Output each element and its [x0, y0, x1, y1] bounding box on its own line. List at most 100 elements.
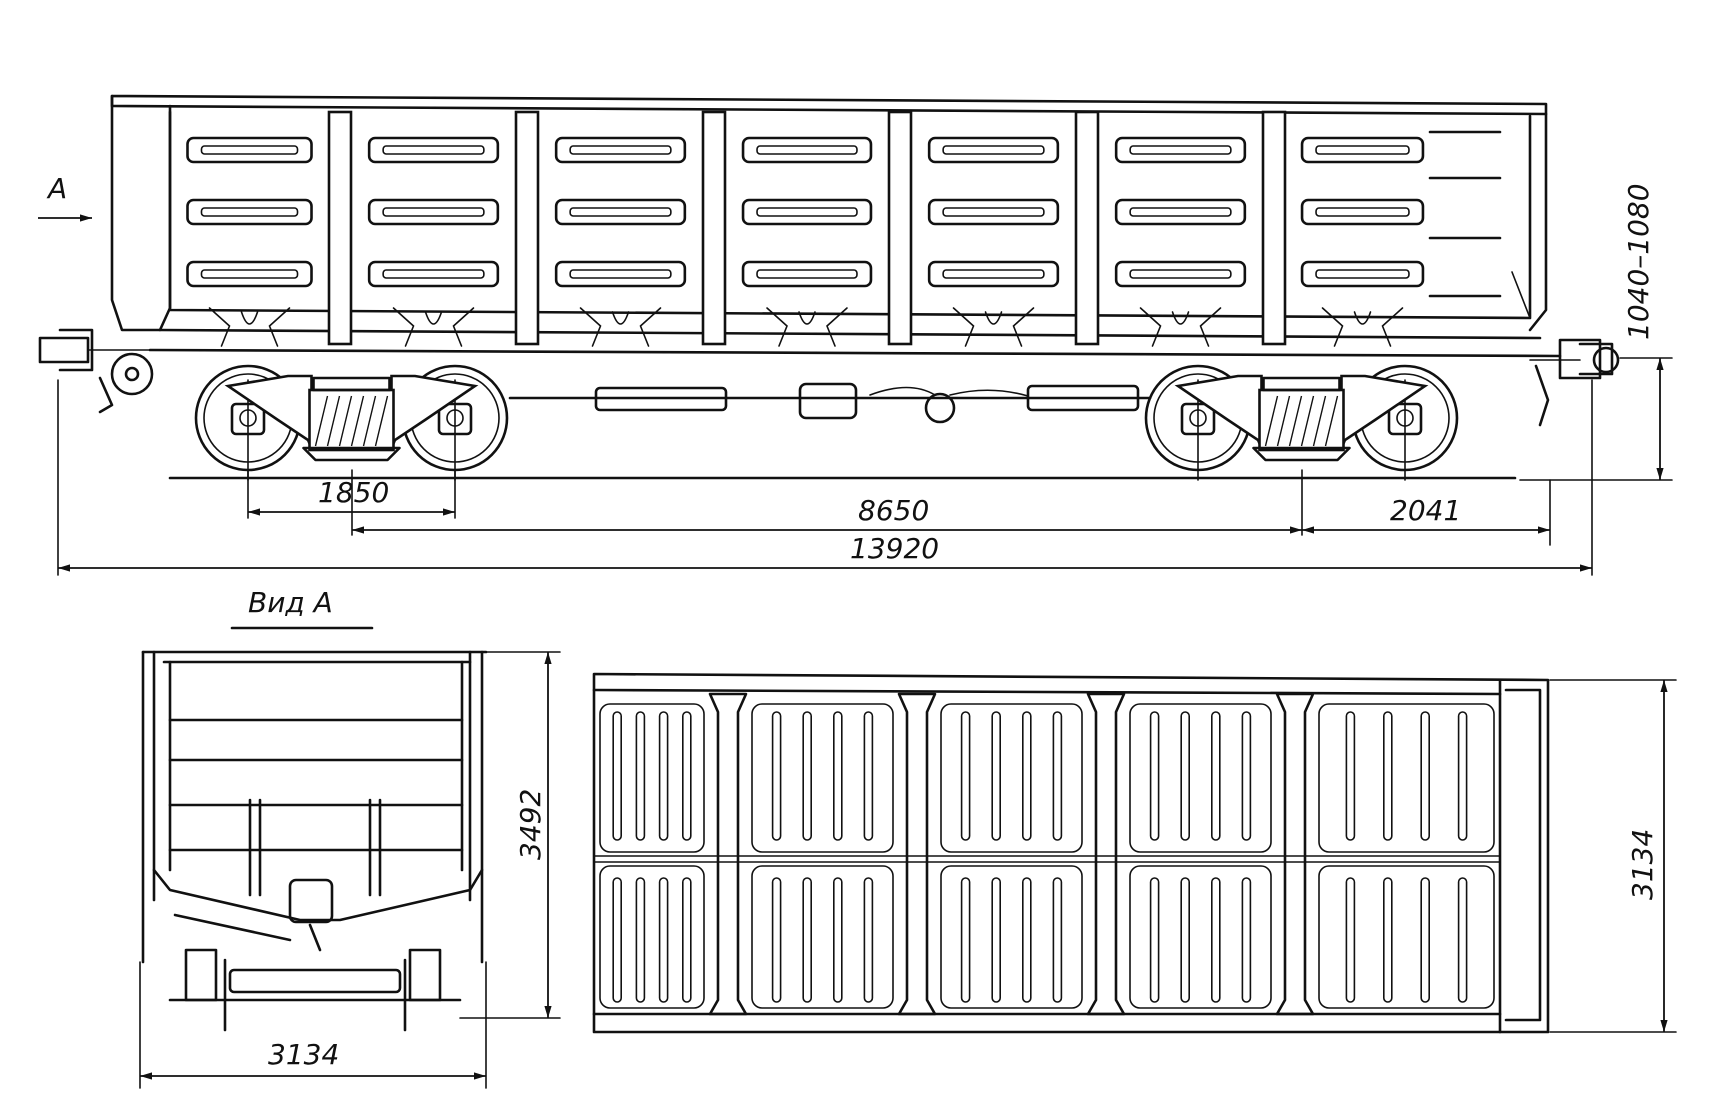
plan-panel	[751, 865, 894, 1009]
panel-stamping-inner	[569, 207, 672, 217]
spring-hatch	[362, 395, 377, 447]
plan-rib	[1021, 711, 1032, 841]
panel-stamping	[186, 260, 313, 288]
panel-stamping-inner	[942, 269, 1045, 279]
side-stakes	[327, 110, 1287, 346]
spring-hatch	[1276, 395, 1291, 447]
spring-hatch	[1324, 395, 1339, 447]
left-end-wall	[110, 94, 172, 332]
door-lock	[1139, 307, 1222, 347]
plan-rib	[1345, 877, 1356, 1003]
dim-truck-centers: 8650	[858, 494, 929, 527]
side-panel-outline	[168, 110, 1532, 320]
door-lock	[392, 307, 475, 347]
side-stake	[1261, 110, 1287, 346]
plan-rib	[612, 877, 623, 1003]
panel-stamping	[927, 260, 1060, 288]
side-stake	[327, 110, 353, 346]
end-view: Вид А	[141, 586, 488, 1032]
plan-rib	[863, 711, 874, 841]
panel-stamping	[1114, 198, 1247, 226]
panel-stamping-inner	[200, 269, 299, 279]
plan-rib	[681, 711, 692, 841]
plan-rib	[991, 877, 1002, 1003]
plan-rib	[1457, 711, 1468, 841]
door-lock	[579, 307, 662, 347]
door-lock-hook	[611, 311, 630, 325]
plan-rib	[832, 711, 843, 841]
dim-coupler-height: 1040–1080	[1622, 183, 1655, 340]
plan-view	[592, 672, 1550, 1034]
dim-overall-length: 13920	[850, 532, 939, 565]
view-arrow-label: А	[46, 172, 67, 205]
dim-bogie-base: 1850	[318, 476, 389, 509]
panel-stamping	[554, 198, 687, 226]
plan-rib	[771, 877, 782, 1003]
plan-rib	[802, 877, 813, 1003]
plan-rib	[960, 877, 971, 1003]
panel-stamping	[367, 136, 500, 164]
panel-stamping-inner	[756, 145, 858, 155]
plan-rib	[658, 711, 669, 841]
door-lock-hook	[1353, 311, 1372, 325]
side-stake	[887, 110, 913, 346]
spring-hatch	[314, 395, 329, 447]
plan-rib	[1383, 877, 1393, 1003]
panel-stamping	[1300, 198, 1425, 226]
door-lock-hook	[424, 311, 443, 325]
door-lock-hook	[984, 311, 1003, 325]
door-lock-hook	[798, 311, 816, 325]
plan-stake	[1275, 692, 1315, 1016]
side-frame-left	[1174, 374, 1263, 449]
plan-rib	[612, 711, 623, 841]
panel-stamping-inner	[756, 207, 858, 217]
panel-stamping	[1114, 136, 1247, 164]
plan-rib	[1241, 711, 1252, 841]
right-end-wall	[1528, 112, 1548, 332]
plan-rib	[1211, 711, 1221, 841]
dim-end-width: 3134	[268, 1038, 339, 1071]
panel-stamping	[1300, 136, 1425, 164]
bolster	[308, 388, 395, 452]
dim-end-overhang: 2041	[1390, 494, 1461, 527]
plan-rib	[635, 711, 646, 841]
panel-stamping	[554, 136, 687, 164]
side-frame-right	[390, 374, 479, 449]
plan-rib	[1383, 711, 1393, 841]
plan-rib	[1052, 711, 1063, 841]
side-stake	[701, 110, 727, 346]
spring-hatch	[1288, 395, 1303, 447]
panel-stamping	[741, 198, 873, 226]
dim-end-height: 3492	[514, 789, 547, 860]
panel-stamping-inner	[382, 269, 485, 279]
panel-stamping-inner	[1315, 145, 1410, 155]
side-stake	[514, 110, 540, 346]
panel-stamping-inner	[200, 207, 299, 217]
panel-stamping	[186, 136, 313, 164]
spring-hatch	[374, 395, 389, 447]
panel-stamping-inner	[942, 145, 1045, 155]
plan-rib	[832, 877, 843, 1003]
dim-plan-width: 3134	[1626, 829, 1659, 900]
panel-stamping-inner	[1129, 145, 1232, 155]
view-title: Вид А	[248, 586, 333, 619]
panel-stamping	[186, 198, 313, 226]
plan-rib	[1021, 877, 1032, 1003]
side-view-dimensions: 1850 8650 2041 13920 1040–1080	[57, 183, 1673, 576]
panel-stamping-inner	[382, 207, 485, 217]
panel-stampings	[186, 130, 1502, 347]
panel-stamping	[927, 198, 1060, 226]
side-stake	[1074, 110, 1100, 346]
plan-panel	[940, 703, 1083, 853]
spring-hatch	[1300, 395, 1315, 447]
panel-stamping-inner	[200, 145, 299, 155]
frame-bottom	[302, 446, 401, 462]
plan-stake	[897, 692, 937, 1016]
plan-view-dimensions: 3134	[1549, 679, 1677, 1033]
plan-rib	[1149, 877, 1160, 1003]
plan-panel	[940, 865, 1083, 1009]
brake-equipment	[508, 382, 1152, 424]
spring-hatch	[1312, 395, 1327, 447]
door-lock-hook	[240, 311, 259, 325]
